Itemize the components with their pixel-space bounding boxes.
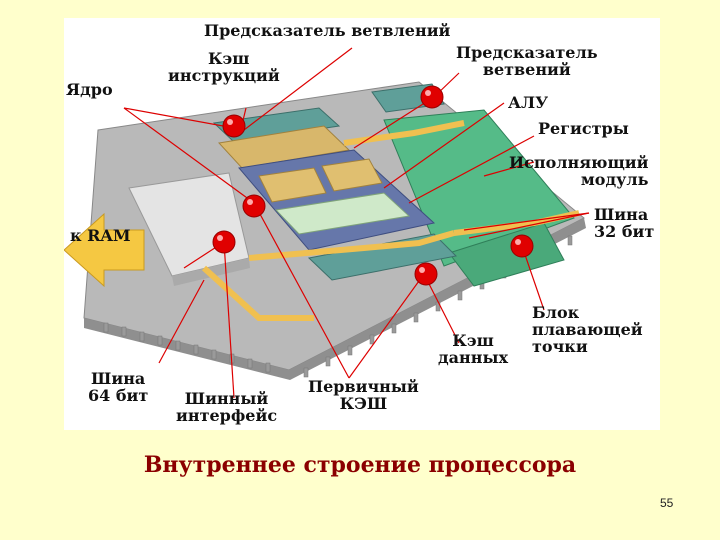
chip-substrate-edge: [84, 218, 586, 380]
execution-unit-label: Исполняющий модуль: [509, 153, 649, 189]
slide-title: Внутреннее строение процессора: [143, 452, 577, 478]
registers-label: Регистры: [538, 119, 629, 138]
fpu-label: Блок плавающей точки: [532, 303, 643, 356]
bus-32-label: Шина 32 бит: [594, 205, 655, 241]
pointer-dot: [222, 114, 246, 138]
page-number: 55: [660, 496, 674, 510]
alu-label: АЛУ: [508, 93, 549, 112]
instruction-cache-block: [212, 107, 341, 143]
registers-block: [274, 192, 411, 235]
leader-lines: [123, 47, 590, 399]
alu-unit-2: [321, 158, 383, 192]
diagram-panel: Ядро Предсказатель ветвлений Кэш инструк…: [64, 18, 660, 430]
data-cache-label: Кэш данных: [438, 331, 509, 367]
branch-predictor-top-label: Предсказатель ветвлений: [204, 21, 451, 40]
pointer-dot: [420, 85, 444, 109]
pointer-dot: [212, 230, 236, 254]
pointer-dot: [242, 194, 266, 218]
fpu-module: [448, 222, 565, 287]
instruction-cache-label: Кэш инструкций: [168, 49, 280, 85]
alu-unit-1: [258, 167, 327, 203]
primary-cache-label: Первичный КЭШ: [308, 377, 419, 413]
pointer-dot: [414, 262, 438, 286]
instruction-unit: [218, 125, 351, 169]
ram-arrow: [64, 212, 145, 288]
bus-interface-label: Шинный интерфейс: [176, 389, 278, 425]
ram-label: к RAM: [70, 226, 131, 245]
bus-64-label: Шина 64 бит: [88, 369, 149, 405]
processor-diagram: [64, 47, 590, 399]
branch-predictor-right-label: Предсказатель ветвений: [456, 43, 598, 79]
pointer-dot: [510, 234, 534, 258]
core-label: Ядро: [66, 80, 113, 99]
pointer-highlights: [217, 90, 521, 273]
